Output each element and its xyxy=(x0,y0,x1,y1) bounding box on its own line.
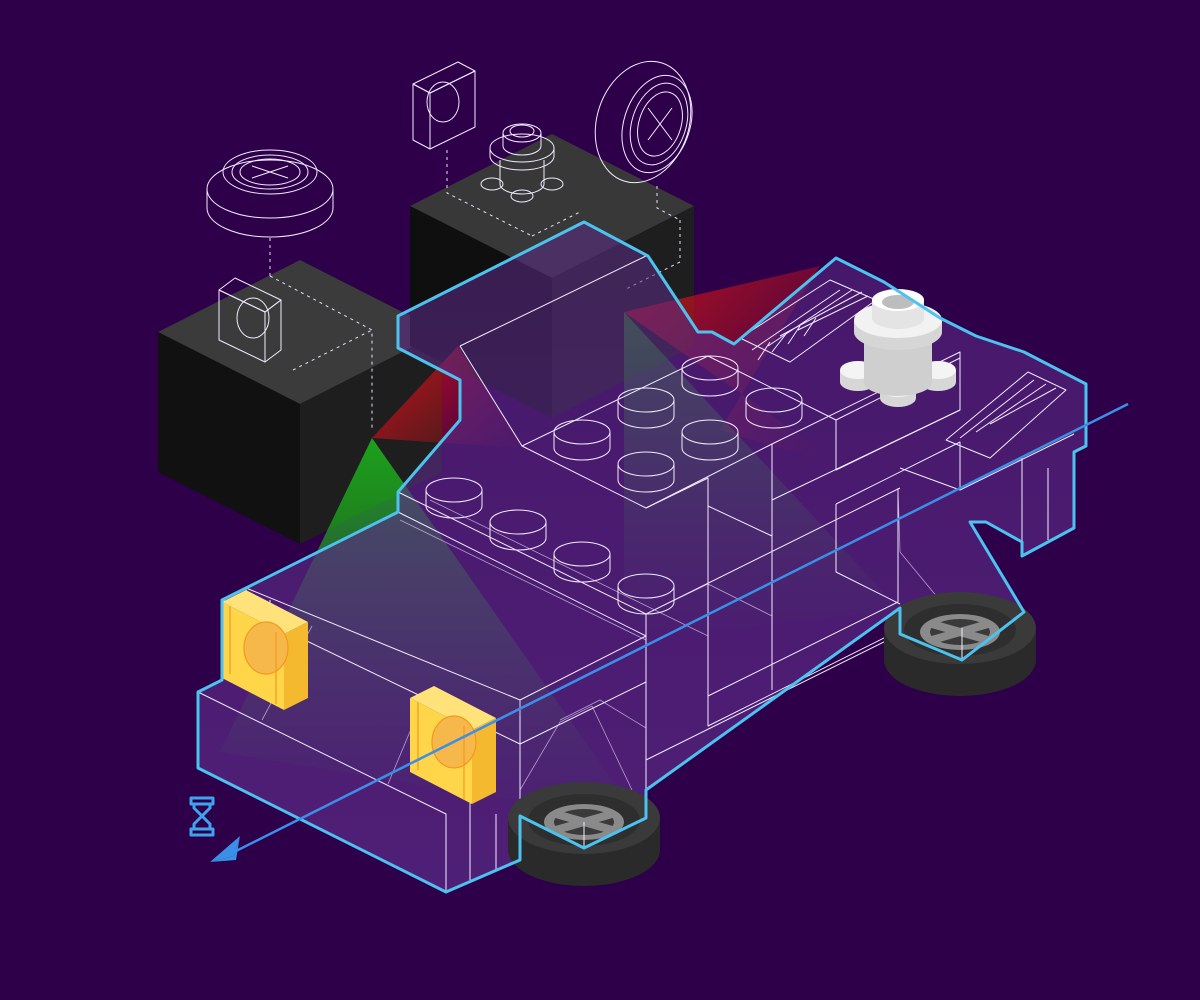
tire-icon xyxy=(206,149,334,238)
rear-grille xyxy=(739,279,1067,459)
brick-icon xyxy=(218,277,282,363)
hourglass-icon xyxy=(189,796,215,837)
headlight-left xyxy=(222,590,308,710)
arrow-icon xyxy=(210,402,1129,862)
engine-piece-icon xyxy=(840,289,956,407)
rear-wheel xyxy=(884,592,1036,696)
body-studs xyxy=(425,355,803,615)
brick-icon xyxy=(412,61,476,150)
left-black-box xyxy=(158,260,442,544)
engine-piece-icon xyxy=(480,123,564,203)
wheel-icon xyxy=(594,60,693,184)
car-outline xyxy=(196,220,1088,894)
